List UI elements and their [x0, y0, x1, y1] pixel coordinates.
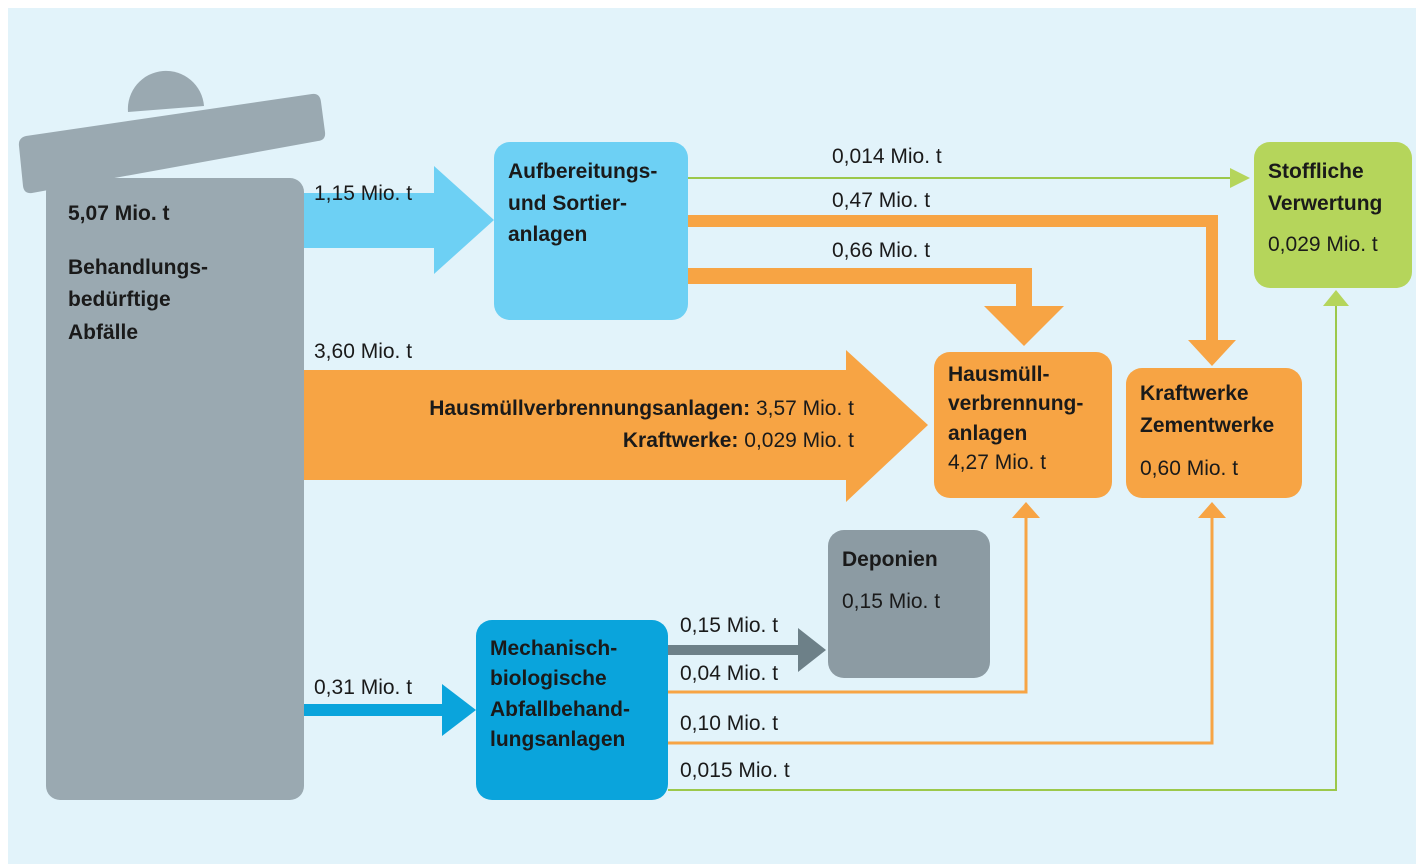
incineration-amount: 4,27 Mio. t	[948, 451, 1047, 475]
flow-label-mbt-to-incineration: 0,04 Mio. t	[680, 662, 779, 685]
arrow-to-sorting	[304, 166, 494, 274]
arrowhead-recycling-top	[1230, 168, 1250, 188]
box-incineration-plants: Hausmüll- verbrennung- anlagen 4,27 Mio.…	[934, 352, 1112, 498]
arrow-to-incineration	[304, 350, 928, 502]
split-power-label: Kraftwerke:	[622, 429, 739, 452]
flow-label-to-incineration: 3,60 Mio. t	[314, 340, 413, 363]
box-material-recycling: Stoffliche Verwertung 0,029 Mio. t	[1254, 142, 1412, 288]
line-sorting-to-power	[688, 215, 1218, 342]
flow-label-to-sorting: 1,15 Mio. t	[314, 182, 413, 205]
box-power-cement-plants: Kraftwerke Zementwerke 0,60 Mio. t	[1126, 368, 1302, 498]
recycling-title: Stoffliche Verwertung	[1268, 160, 1383, 215]
line-sorting-to-incineration	[688, 268, 1032, 306]
power-title: Kraftwerke Zementwerke	[1140, 382, 1275, 437]
landfill-title: Deponien	[842, 548, 938, 571]
arrowhead-incineration-top	[984, 306, 1064, 346]
flow-label-mbt-to-landfill: 0,15 Mio. t	[680, 614, 779, 637]
bin-lid	[18, 93, 326, 194]
line-mbt-to-recycling	[668, 302, 1337, 791]
flow-label-sorting-to-recycling: 0,014 Mio. t	[832, 145, 942, 168]
power-amount: 0,60 Mio. t	[1140, 457, 1239, 480]
split-incineration-line: Hausmüllverbrennungsanlagen: 3,57 Mio. t	[429, 395, 854, 422]
split-power-line: Kraftwerke: 0,029 Mio. t	[623, 427, 854, 454]
flow-label-to-mbt: 0,31 Mio. t	[314, 676, 413, 699]
mbt-title: Mechanisch- biologische Abfallbehand- lu…	[490, 637, 630, 752]
arrowhead-recycling-bottom	[1323, 290, 1349, 306]
source-amount: 5,07 Mio. t	[68, 202, 170, 225]
flow-label-mbt-to-recycling: 0,015 Mio. t	[680, 759, 790, 782]
arrowhead-power-top	[1188, 340, 1236, 366]
split-incineration-label: Hausmüllverbrennungsanlagen:	[429, 397, 751, 420]
source-label: Behandlungs- bedürftige Abfälle	[68, 255, 208, 344]
flow-label-mbt-to-power: 0,10 Mio. t	[680, 712, 779, 735]
incineration-title: Hausmüll- verbrennung- anlagen	[948, 363, 1084, 445]
box-sorting-plants: Aufbereitungs- und Sortier- anlagen	[494, 142, 688, 320]
arrowhead-incineration-bottom	[1012, 502, 1040, 518]
arrow-to-mbt	[304, 684, 476, 736]
source-waste-bin: 5,07 Mio. t Behandlungs- bedürftige Abfä…	[46, 178, 304, 800]
bin-lid-handle	[127, 70, 204, 112]
arrow-mbt-to-landfill	[668, 628, 826, 672]
split-incineration-value: 3,57 Mio. t	[755, 397, 854, 420]
sorting-title: Aufbereitungs- und Sortier- anlagen	[508, 160, 658, 246]
line-mbt-to-power	[668, 514, 1214, 745]
landfill-amount: 0,15 Mio. t	[842, 589, 941, 613]
box-landfill: Deponien 0,15 Mio. t	[828, 530, 990, 678]
flow-label-sorting-to-power: 0,47 Mio. t	[832, 189, 931, 212]
arrowhead-power-bottom	[1198, 502, 1226, 518]
split-power-value: 0,029 Mio. t	[744, 429, 854, 452]
line-mbt-to-incineration	[668, 514, 1028, 694]
flow-label-sorting-to-incineration: 0,66 Mio. t	[832, 239, 931, 262]
recycling-amount: 0,029 Mio. t	[1268, 233, 1378, 256]
box-mbt-plants: Mechanisch- biologische Abfallbehand- lu…	[476, 620, 668, 800]
